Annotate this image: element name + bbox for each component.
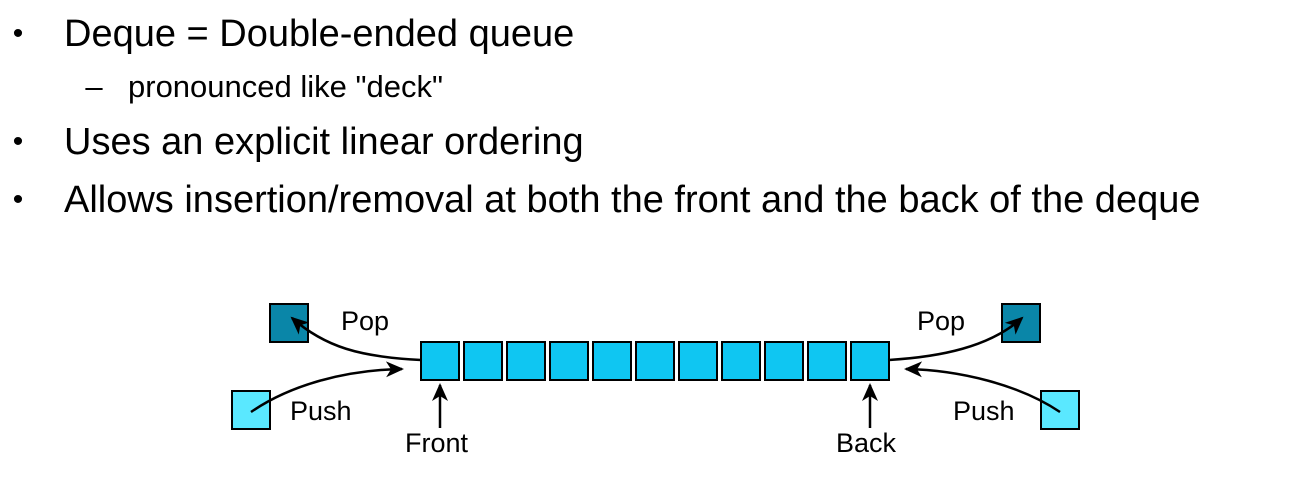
deque-cell [506,341,546,381]
deque-cell [678,341,718,381]
deque-cells [420,341,890,381]
bullet-text: Deque = Double-ended queue [64,12,575,55]
pop-right-arrow [887,316,1024,362]
bullet-marker: • [12,17,24,50]
deque-cell [549,341,589,381]
popped-element-right [1001,303,1041,343]
deque-cell [721,341,761,381]
sub-bullet-marker: – [85,69,103,104]
bullet-marker: • [12,125,24,158]
sub-bullet-text: pronounced like "deck" [128,69,443,104]
push-right-arrow [904,361,1061,414]
pop-right-label: Pop [917,306,965,336]
pushed-element-left [231,390,271,430]
deque-cell-front [420,341,460,381]
front-label: Front [405,428,469,458]
deque-cell-back [850,341,890,381]
push-left-arrow [250,361,404,414]
pop-left-label: Pop [341,306,389,336]
popped-element-left [269,303,309,343]
deque-cell [463,341,503,381]
deque-cell [592,341,632,381]
back-label: Back [836,428,897,458]
bullet-text: Uses an explicit linear ordering [64,120,584,163]
deque-cell [635,341,675,381]
pop-left-arrow [290,316,422,362]
bullet-marker: • [12,183,24,216]
push-left-label: Push [290,396,352,426]
pushed-element-right [1040,390,1080,430]
push-right-label: Push [953,396,1015,426]
deque-cell [764,341,804,381]
deque-cell [807,341,847,381]
bullet-text: Allows insertion/removal at both the fro… [64,178,1201,221]
